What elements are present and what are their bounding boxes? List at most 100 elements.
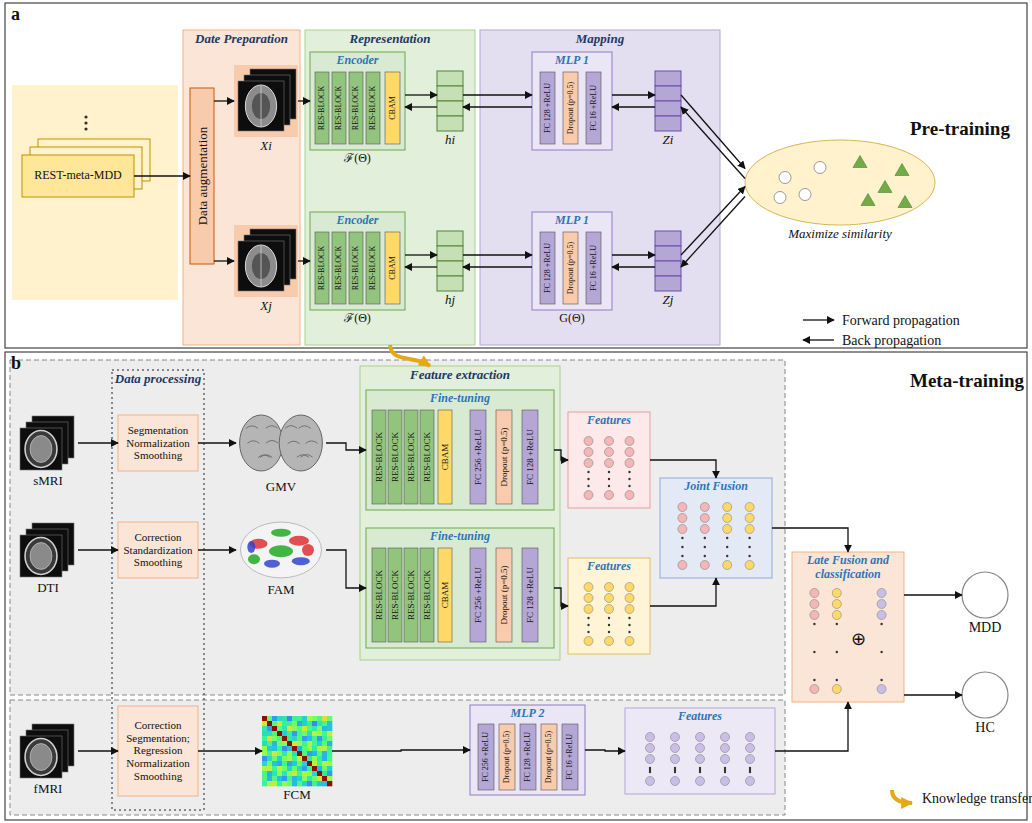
vector-cell bbox=[437, 261, 463, 276]
matrix-cell bbox=[292, 731, 297, 736]
matrix-cell bbox=[292, 781, 297, 786]
node-text: RES-BLOCK bbox=[352, 246, 360, 290]
connector bbox=[198, 549, 236, 550]
node-shape bbox=[532, 52, 612, 150]
feature-unit bbox=[671, 744, 680, 753]
node-shape bbox=[962, 572, 1008, 618]
feature-unit bbox=[605, 459, 614, 468]
embedding-space bbox=[745, 140, 935, 225]
matrix-cell bbox=[277, 736, 282, 741]
matrix-cell bbox=[267, 781, 272, 786]
connector bbox=[332, 750, 470, 751]
brain-gyrus bbox=[266, 441, 278, 444]
dataset-document: REST-meta-MDD bbox=[22, 155, 134, 197]
node-shape bbox=[499, 724, 515, 790]
feature-unit bbox=[877, 685, 886, 694]
matrix-cell bbox=[302, 776, 307, 781]
node-shape bbox=[420, 548, 434, 642]
node-shape bbox=[366, 528, 554, 648]
node-text: Features bbox=[570, 414, 648, 428]
node-text: MLP 1 bbox=[534, 54, 610, 68]
node-text: HC bbox=[975, 720, 994, 736]
node-shape bbox=[562, 724, 578, 790]
node-shape bbox=[792, 552, 904, 702]
matrix-cell bbox=[277, 781, 282, 786]
node-text: RES-BLOCK bbox=[375, 432, 384, 482]
matrix-cell bbox=[327, 766, 332, 771]
node-text: RES-BLOCK bbox=[369, 246, 377, 290]
connector bbox=[134, 175, 190, 176]
matrix-cell bbox=[262, 736, 267, 741]
node-shape bbox=[112, 370, 204, 810]
matrix-cell bbox=[317, 761, 322, 766]
connector bbox=[650, 460, 716, 478]
matrix-cell bbox=[302, 781, 307, 786]
matrix-cell bbox=[262, 731, 267, 736]
node-shape bbox=[568, 412, 650, 508]
node-text: Encoder bbox=[312, 54, 403, 68]
matrix-cell bbox=[302, 741, 307, 746]
node-shape bbox=[541, 724, 557, 790]
scan-stack: DTI bbox=[18, 521, 78, 579]
feature-unit bbox=[877, 611, 886, 620]
matrix-cell bbox=[277, 746, 282, 751]
ellipsis-dot bbox=[608, 624, 610, 626]
matrix-cell bbox=[327, 736, 332, 741]
matrix-cell bbox=[322, 746, 327, 751]
matrix-cell bbox=[327, 716, 332, 721]
node-text: RES-BLOCK bbox=[391, 432, 400, 482]
node-shape bbox=[480, 30, 720, 345]
ellipsis-dot bbox=[724, 771, 726, 773]
node-text: Xi bbox=[260, 139, 272, 154]
brain-outline bbox=[241, 522, 322, 578]
stage-region: MappingMLP 1FC 128 +ReLUDropout (p=0.5)F… bbox=[480, 30, 720, 345]
feature-set: Features bbox=[568, 412, 650, 508]
node-shape bbox=[385, 72, 400, 144]
node-shape bbox=[470, 705, 585, 795]
node-shape bbox=[349, 72, 363, 144]
matrix-cell bbox=[262, 781, 267, 786]
head-slice bbox=[30, 744, 52, 771]
layer-block: RES-BLOCK bbox=[372, 548, 386, 642]
node-shape bbox=[404, 410, 418, 504]
matrix-cell bbox=[267, 741, 272, 746]
matrix-cell bbox=[297, 721, 302, 726]
node-text: Xj bbox=[260, 299, 272, 314]
matrix-cell bbox=[307, 756, 312, 761]
matrix-cell bbox=[272, 761, 277, 766]
node-text: Zi bbox=[663, 133, 674, 148]
ellipsis-dot bbox=[813, 623, 815, 625]
node-shape bbox=[190, 88, 214, 264]
brain-surface bbox=[240, 415, 283, 471]
node-text: RES-BLOCK bbox=[407, 570, 416, 620]
brain-midline bbox=[261, 246, 262, 286]
connector bbox=[198, 442, 236, 443]
connector bbox=[326, 443, 366, 450]
feature-unit bbox=[832, 589, 841, 598]
ellipsis-dot bbox=[608, 471, 610, 473]
feature-unit bbox=[700, 503, 709, 512]
node-text: FC 128 +ReLU bbox=[526, 567, 535, 623]
matrix-cell bbox=[327, 741, 332, 746]
mlp-box: MLP 1FC 128 +ReLUDropout (p=0.5)FC 16 +R… bbox=[532, 52, 612, 150]
feature-unit bbox=[746, 777, 755, 786]
matrix-cell bbox=[307, 721, 312, 726]
matrix-cell bbox=[282, 781, 287, 786]
layer-block: CBAM bbox=[385, 232, 400, 304]
node-shape bbox=[372, 410, 386, 504]
node-text: FC 16 +ReLU bbox=[590, 245, 598, 291]
feature-unit bbox=[625, 437, 634, 446]
ellipsis-dot bbox=[84, 115, 87, 118]
brain-slice bbox=[245, 85, 276, 127]
node-text: Dropout (p=0.5) bbox=[500, 427, 509, 486]
ellipsis-dot bbox=[587, 617, 589, 619]
connector bbox=[554, 588, 568, 606]
layer-block: RES-BLOCK bbox=[366, 232, 380, 304]
feature-unit bbox=[696, 755, 705, 764]
brain-surface bbox=[279, 415, 322, 471]
feature-unit bbox=[723, 561, 732, 570]
matrix-cell bbox=[292, 776, 297, 781]
fiber-tract bbox=[302, 544, 314, 556]
node-text: FC 128 +ReLU bbox=[544, 243, 552, 293]
